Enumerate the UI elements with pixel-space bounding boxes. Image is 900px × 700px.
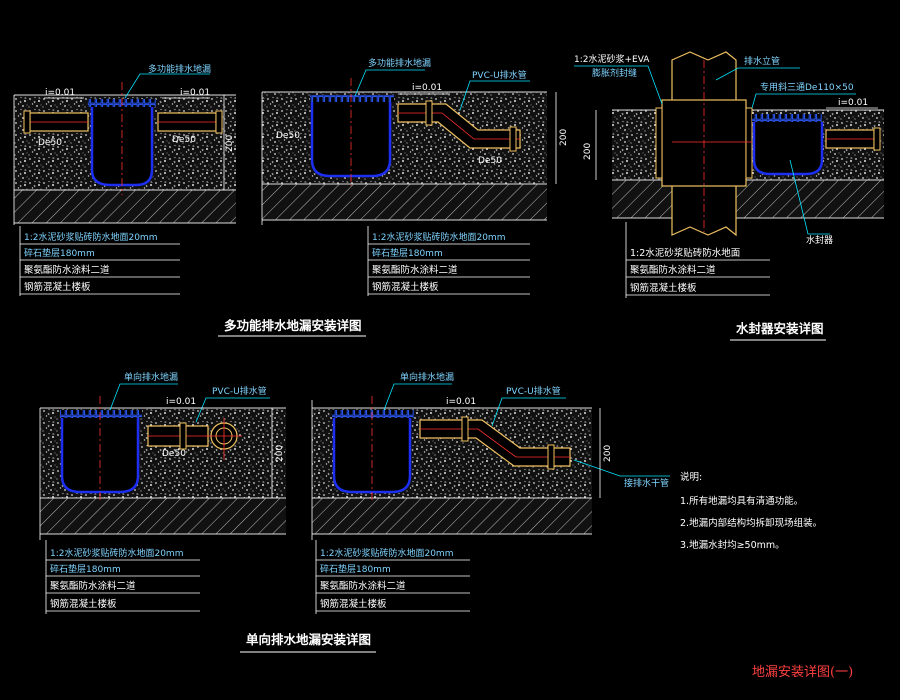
pipe-left <box>23 110 89 134</box>
layer-2: 聚氨酯防水涂料二道 <box>630 264 716 276</box>
layer-table: 1:2水泥砂浆贴砖防水地面 聚氨酯防水涂料二道 钢筋混凝土楼板 <box>625 222 770 298</box>
slope: i=0.01 <box>412 83 442 93</box>
de50-right: De50 <box>478 156 502 166</box>
slab-layer <box>40 498 286 534</box>
de50-left: De50 <box>276 131 300 141</box>
note-3: 3.地漏水封均≥50mm。 <box>680 539 785 551</box>
note-2: 2.地漏内部结构均拆卸现场组装。 <box>680 517 822 529</box>
label-pvc: PVC-U排水管 <box>472 69 527 81</box>
sheet-title: 地漏安装详图(一) <box>752 664 853 680</box>
layer-4: 钢筋混凝土楼板 <box>50 598 117 610</box>
layer-4: 钢筋混凝土楼板 <box>372 281 439 293</box>
de50-left: De50 <box>38 138 62 148</box>
title-multi: 多功能排水地漏安装详图 <box>224 318 362 333</box>
layer-3: 钢筋混凝土楼板 <box>630 282 697 294</box>
slab-layer <box>312 498 592 534</box>
detail-water-seal: 1:2水泥砂浆+EVA 膨胀剂封缝 排水立管 专用斜三通De110×50 i=0… <box>574 51 884 298</box>
drain-grate <box>332 410 414 418</box>
label-drain: 多功能排水地漏 <box>368 57 431 69</box>
layer-1: 1:2水泥砂浆贴砖防水地面20mm <box>50 547 183 559</box>
layer-1: 1:2水泥砂浆贴砖防水地面 <box>630 247 740 259</box>
de50-right: De50 <box>172 135 196 145</box>
title-water-seal: 水封器安装详图 <box>736 321 824 336</box>
layer-2: 碎石垫层180mm <box>24 247 95 259</box>
water-seal-label: 水封器 <box>806 234 833 246</box>
detail-multi-a: 多功能排水地漏 i=0.01 i=0.01 De50 De50 200 1:2水… <box>13 63 236 296</box>
layer-table: 1:2水泥砂浆贴砖防水地面20mm 碎石垫层180mm 聚氨酯防水涂料二道 钢筋… <box>19 226 180 296</box>
pipe-right <box>825 127 881 151</box>
slope-left: i=0.01 <box>45 88 75 98</box>
detail-multi-b: 多功能排水地漏 PVC-U排水管 i=0.01 De50 De50 200 1:… <box>261 57 569 296</box>
dim-200: 200 <box>559 129 569 146</box>
slope-right: i=0.01 <box>180 88 210 98</box>
label-pvc: PVC-U排水管 <box>506 385 561 397</box>
riser-pipe <box>655 51 753 237</box>
slab-layer <box>14 190 236 223</box>
layer-3: 聚氨酯防水涂料二道 <box>372 264 458 276</box>
seal-label: 膨胀剂封缝 <box>592 67 637 79</box>
water-seal-body <box>752 122 824 176</box>
note-1: 1.所有地漏均具有清通功能。 <box>680 495 803 507</box>
tee-label: 专用斜三通De110×50 <box>760 81 854 93</box>
pvc-pipe <box>147 418 242 460</box>
riser-label: 排水立管 <box>744 55 780 67</box>
slab-layer <box>612 180 884 218</box>
slope: i=0.01 <box>166 397 196 407</box>
label-drain: 单向排水地漏 <box>400 371 454 383</box>
layer-1: 1:2水泥砂浆贴砖防水地面20mm <box>372 231 505 243</box>
drain-grate <box>310 95 394 102</box>
de50: De50 <box>162 449 186 459</box>
label-drain: 单向排水地漏 <box>124 371 178 383</box>
dim-200: 200 <box>603 445 613 462</box>
layer-table: 1:2水泥砂浆贴砖防水地面20mm 碎石垫层180mm 聚氨酯防水涂料二道 钢筋… <box>315 540 470 614</box>
pipe-right <box>157 110 223 134</box>
dim-200: 200 <box>225 135 235 152</box>
drain-grate <box>60 410 142 418</box>
dim-200: 200 <box>583 143 593 160</box>
layer-3: 聚氨酯防水涂料二道 <box>320 580 406 592</box>
slope: i=0.01 <box>838 98 868 108</box>
layer-table: 1:2水泥砂浆贴砖防水地面20mm 碎石垫层180mm 聚氨酯防水涂料二道 钢筋… <box>45 540 200 614</box>
layer-2: 碎石垫层180mm <box>372 247 443 259</box>
notes-heading: 说明: <box>680 471 702 483</box>
detail-one-way-a: 单向排水地漏 PVC-U排水管 i=0.01 De50 200 1:2水泥砂浆贴… <box>39 371 286 614</box>
label-drain: 多功能排水地漏 <box>148 63 211 75</box>
layer-1: 1:2水泥砂浆贴砖防水地面20mm <box>24 231 157 243</box>
pvc-pipe <box>397 100 521 152</box>
pvc-pipe <box>419 416 571 470</box>
cement-label: 1:2水泥砂浆+EVA <box>574 53 650 65</box>
layer-1: 1:2水泥砂浆贴砖防水地面20mm <box>320 547 453 559</box>
layer-2: 碎石垫层180mm <box>50 563 121 575</box>
notes: 说明: 1.所有地漏均具有清通功能。 2.地漏内部结构均拆卸现场组装。 3.地漏… <box>680 471 822 551</box>
title-one-way: 单向排水地漏安装详图 <box>246 632 371 647</box>
slab-layer <box>262 184 547 220</box>
label-pvc: PVC-U排水管 <box>212 385 267 397</box>
layer-3: 聚氨酯防水涂料二道 <box>24 264 110 276</box>
drain-grate <box>752 114 822 122</box>
layer-3: 聚氨酯防水涂料二道 <box>50 580 136 592</box>
to-riser-label: 接排水干管 <box>624 477 669 489</box>
slope: i=0.01 <box>446 397 476 407</box>
layer-4: 钢筋混凝土楼板 <box>320 598 387 610</box>
detail-one-way-b: 单向排水地漏 PVC-U排水管 i=0.01 接排水干管 200 1:2水泥砂浆… <box>311 371 670 614</box>
layer-4: 钢筋混凝土楼板 <box>24 281 91 293</box>
dim-200: 200 <box>275 445 285 462</box>
layer-2: 碎石垫层180mm <box>320 563 391 575</box>
layer-table: 1:2水泥砂浆贴砖防水地面20mm 碎石垫层180mm 聚氨酯防水涂料二道 钢筋… <box>367 226 530 296</box>
